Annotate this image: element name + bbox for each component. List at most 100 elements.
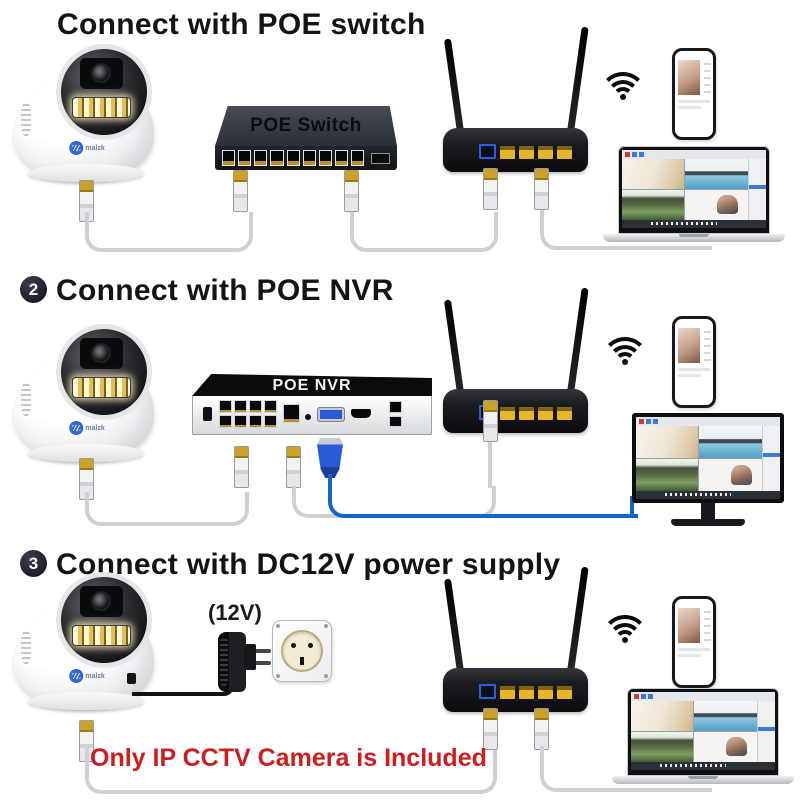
cms-sidebar <box>761 426 781 491</box>
adapter-plug-face <box>244 644 256 670</box>
rj45-connector <box>344 170 359 212</box>
poe-switch-top: POE Switch <box>215 106 397 146</box>
lan-port <box>500 146 515 159</box>
rj45-connector <box>233 170 248 212</box>
included-note: Only IP CCTV Camera is Included <box>90 744 487 772</box>
laptop <box>612 688 794 790</box>
rj45-connector <box>286 446 301 488</box>
wifi-icon <box>604 601 646 647</box>
cms-sidebar <box>756 701 776 762</box>
lan-port <box>519 686 534 699</box>
brand-logo-icon <box>69 669 84 683</box>
nvr-label: POE NVR <box>272 377 352 394</box>
wifi-router <box>443 562 589 712</box>
camera-base-ring <box>28 692 144 710</box>
phone-ui-row <box>678 648 710 652</box>
camera-speaker-vent <box>21 630 31 664</box>
lan-port <box>557 686 572 699</box>
rj45-connector <box>534 708 549 750</box>
outlet-slot <box>300 657 304 665</box>
rj45-port <box>222 150 236 166</box>
lan-port <box>500 407 515 420</box>
lan-port <box>538 686 553 699</box>
section1-title: Connect with POE switch <box>57 8 426 41</box>
laptop-keyboard-deck <box>612 776 794 784</box>
nvr-front-panel <box>192 396 432 435</box>
brand-logo-icon <box>69 141 84 155</box>
phone-ui-lines <box>703 610 711 642</box>
monitor-stand <box>701 503 715 519</box>
section3-title: Connect with DC12V power supply <box>56 548 561 581</box>
nvr-top: POE NVR <box>192 374 432 396</box>
router-antenna <box>567 26 589 133</box>
cms-statusbar <box>631 762 775 770</box>
camera-lens-housing <box>56 324 152 420</box>
wifi-router <box>443 22 589 172</box>
lan-port <box>538 407 553 420</box>
camera-feed-person <box>699 459 762 491</box>
section2-title: Connect with POE NVR <box>56 274 394 307</box>
brand-logo-text: malzk <box>85 144 105 152</box>
poe-switch: POE Switch <box>215 106 397 172</box>
vga-cable <box>630 496 634 516</box>
brand-logo-text: malzk <box>85 672 105 680</box>
vga-cable <box>328 474 638 518</box>
camera-lens <box>79 585 123 617</box>
camera-feed-pool <box>685 159 748 189</box>
ip-camera: malzk <box>12 322 162 462</box>
camera-base-ring <box>28 164 144 182</box>
camera-feed-indoor <box>631 701 694 731</box>
phone-camera-feed <box>678 60 701 95</box>
rj45-connector <box>483 400 498 442</box>
cms-camera-grid <box>636 426 762 491</box>
camera-feed-garden <box>622 190 685 220</box>
phone-ui-lines <box>703 62 711 94</box>
dc-power-jack <box>203 407 212 421</box>
wifi-router <box>443 283 589 433</box>
brand-logo-icon <box>69 421 84 435</box>
cms-software-view <box>631 692 776 770</box>
rj45-port <box>286 150 300 166</box>
smartphone <box>672 596 716 688</box>
rj45-port <box>249 415 262 428</box>
power-cord-connector <box>127 673 136 684</box>
phone-ui-row <box>678 368 710 372</box>
camera-led-array <box>72 377 131 399</box>
ip-camera: malzk <box>12 42 162 182</box>
cms-toolbar <box>636 417 780 426</box>
wifi-icon <box>604 323 646 369</box>
ethernet-cable <box>350 212 498 252</box>
camera-lens <box>79 337 123 369</box>
camera-feed-indoor <box>636 426 699 458</box>
rj45-port <box>264 400 277 413</box>
ethernet-cable <box>488 438 492 488</box>
rj45-port <box>318 150 332 166</box>
router-antenna <box>567 287 589 394</box>
phone-ui-row <box>678 374 701 378</box>
monitor-base <box>671 519 745 526</box>
camera-lens-housing <box>56 572 152 668</box>
cms-camera-grid <box>631 701 757 762</box>
plug-prong <box>256 649 271 653</box>
camera-base-ring <box>28 444 144 462</box>
vga-port <box>317 407 345 422</box>
lan-port <box>557 146 572 159</box>
cms-software-view <box>622 150 767 228</box>
router-ports <box>479 684 572 699</box>
lan-port <box>519 407 534 420</box>
camera-feed-pool <box>694 701 757 731</box>
rj45-connector <box>483 168 498 210</box>
cms-statusbar <box>622 220 766 228</box>
laptop-screen <box>627 688 779 776</box>
camera-led-array <box>72 625 131 647</box>
audio-jack <box>305 414 311 420</box>
rj45-port <box>219 400 232 413</box>
brand-logo: malzk <box>69 669 105 683</box>
wan-port <box>479 144 496 159</box>
rj45-port <box>351 150 365 166</box>
vga-connector <box>317 438 343 478</box>
router-antenna <box>567 566 589 673</box>
ip-camera: malzk <box>12 570 162 710</box>
router-ports <box>479 144 572 159</box>
rj45-connector <box>483 708 498 750</box>
